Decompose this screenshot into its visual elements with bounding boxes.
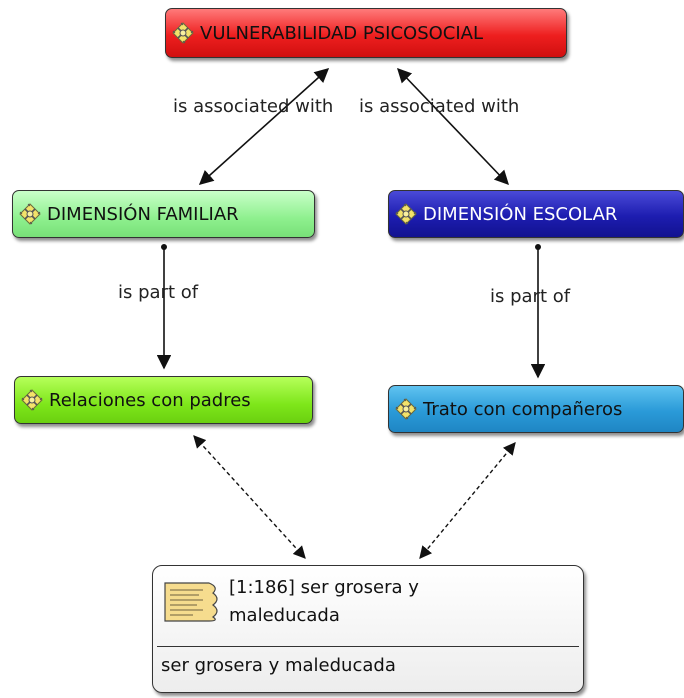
code-node-companeros[interactable]: Trato con compañeros [388, 385, 684, 433]
quotation-divider [157, 646, 579, 647]
code-icon [19, 203, 41, 225]
link-padres-quote [193, 435, 306, 559]
document-quote-icon [164, 582, 218, 622]
code-node-label: VULNERABILIDAD PSICOSOCIAL [200, 22, 484, 44]
code-node-escolar[interactable]: DIMENSIÓN ESCOLAR [388, 190, 684, 238]
code-icon [172, 22, 194, 44]
code-icon [21, 389, 43, 411]
code-icon [395, 398, 417, 420]
relation-label-part-of-left: is part of [118, 282, 199, 303]
link-vulnerabilidad-familiar [198, 68, 330, 185]
code-node-label: DIMENSIÓN FAMILIAR [47, 203, 239, 225]
code-icon [395, 203, 417, 225]
code-node-familiar[interactable]: DIMENSIÓN FAMILIAR [12, 190, 315, 238]
quotation-title-line2: maleducada [229, 605, 340, 626]
code-node-label: Trato con compañeros [423, 398, 623, 420]
code-node-label: Relaciones con padres [49, 389, 251, 411]
code-node-padres[interactable]: Relaciones con padres [14, 376, 313, 424]
relation-label-part-of-right: is part of [490, 286, 571, 307]
relation-label-associated-left: is associated with [173, 96, 334, 117]
quotation-node[interactable]: [1:186] ser grosera y maleducada ser gro… [152, 565, 584, 693]
relation-label-associated-right: is associated with [359, 96, 520, 117]
code-node-vulnerabilidad[interactable]: VULNERABILIDAD PSICOSOCIAL [165, 8, 567, 58]
quotation-text: ser grosera y maleducada [161, 655, 396, 676]
code-node-label: DIMENSIÓN ESCOLAR [423, 203, 618, 225]
quotation-title: [1:186] ser grosera y maleducada [229, 574, 529, 630]
quotation-title-line1: [1:186] ser grosera y [229, 577, 419, 598]
link-vulnerabilidad-escolar [397, 67, 509, 186]
link-companeros-quote [419, 442, 516, 559]
